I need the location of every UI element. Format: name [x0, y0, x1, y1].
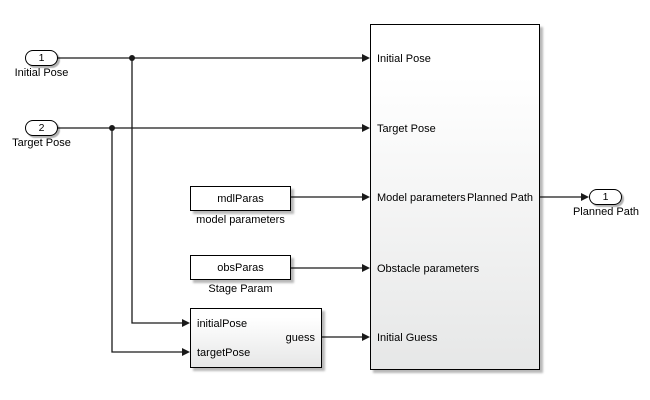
- constant-obsparas-label[interactable]: Stage Param: [208, 283, 273, 295]
- planner-subsystem-block[interactable]: Initial Pose Target Pose Model parameter…: [370, 24, 540, 370]
- arrowhead: [182, 319, 190, 327]
- outport-number: 1: [602, 190, 609, 203]
- arrowhead: [362, 333, 370, 341]
- subsystem-outport-guess: guess: [285, 332, 315, 344]
- constant-obsparas-block[interactable]: obsParas: [190, 255, 291, 280]
- outport-planned-path[interactable]: 1: [589, 189, 622, 205]
- planner-inport-target-pose: Target Pose: [377, 123, 436, 135]
- planner-inport-initial-guess: Initial Guess: [377, 332, 438, 344]
- planner-outport-planned-path: Planned Path: [466, 192, 533, 204]
- arrowhead: [362, 193, 370, 201]
- branch-dot: [129, 55, 135, 61]
- subsystem-inport-targetpose: targetPose: [197, 347, 251, 359]
- constant-mdlparas-block[interactable]: mdlParas: [190, 186, 291, 211]
- inport-number: 1: [38, 51, 45, 64]
- inport-target-pose[interactable]: 2: [25, 120, 58, 136]
- arrowhead: [362, 124, 370, 132]
- guess-subsystem-block[interactable]: initialPose targetPose guess: [190, 308, 322, 368]
- subsystem-inport-initialpose: initialPose: [197, 318, 248, 330]
- constant-mdlparas-label[interactable]: model parameters: [196, 214, 285, 226]
- inport-initial-pose[interactable]: 1: [25, 50, 58, 66]
- arrowhead: [362, 264, 370, 272]
- wire-initial-pose-branch[interactable]: [131, 58, 182, 324]
- branch-dot: [109, 125, 115, 131]
- wire-target-pose-branch[interactable]: [111, 128, 182, 353]
- inport-target-pose-label[interactable]: Target Pose: [12, 137, 71, 149]
- planner-inport-initial-pose: Initial Pose: [377, 53, 431, 65]
- constant-value: mdlParas: [217, 192, 264, 205]
- planner-inport-model-parameters: Model parameters: [377, 192, 466, 204]
- inport-initial-pose-label[interactable]: Initial Pose: [14, 67, 69, 79]
- constant-value: obsParas: [217, 261, 264, 274]
- arrowhead: [581, 193, 589, 201]
- arrowhead: [182, 348, 190, 356]
- inport-number: 2: [38, 121, 45, 134]
- arrowhead: [362, 54, 370, 62]
- outport-planned-path-label[interactable]: Planned Path: [572, 206, 640, 218]
- planner-inport-obstacle-parameters: Obstacle parameters: [377, 263, 480, 275]
